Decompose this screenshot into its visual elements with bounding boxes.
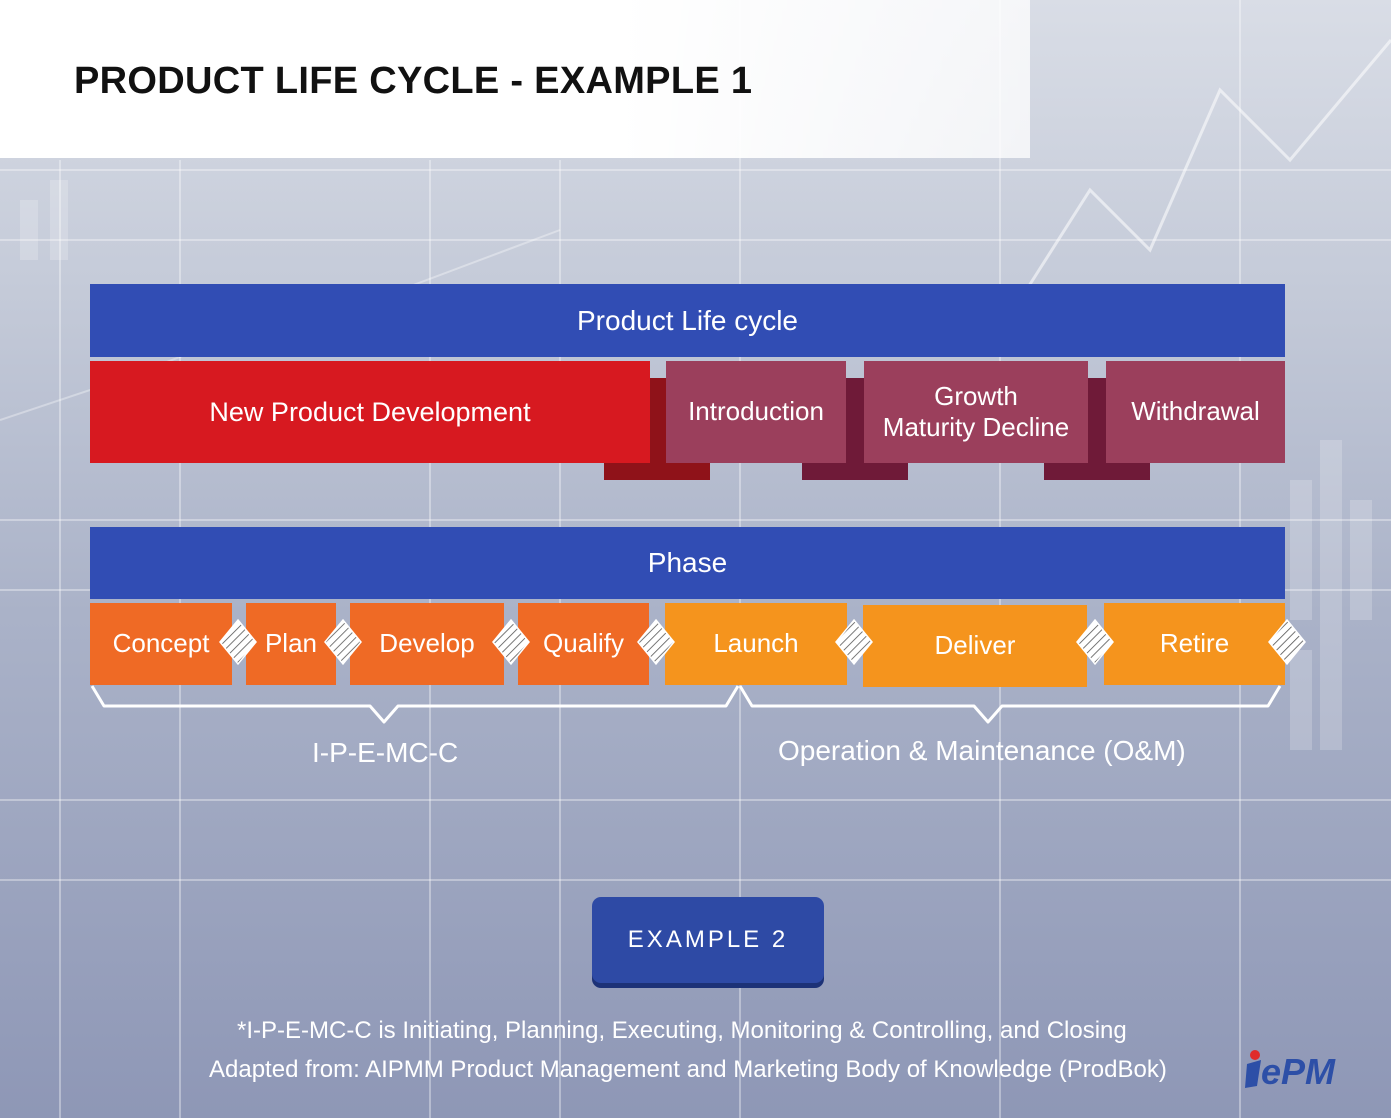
title-bar [0,0,1030,158]
footnote-definition: *I-P-E-MC-C is Initiating, Planning, Exe… [237,1017,1127,1044]
phase-label: Launch [713,628,799,659]
phase-concept: Concept [90,603,232,685]
phase-label: Plan [264,628,318,659]
footnote-source: Adapted from: AIPMM Product Management a… [209,1056,1167,1083]
page-title: PRODUCT LIFE CYCLE - EXAMPLE 1 [74,60,753,102]
phase-label: Qualify [543,628,624,659]
logo-text: ePM [1261,1051,1336,1092]
phase-header-label: Phase [647,547,728,578]
epm-logo: ePM [1245,1050,1336,1092]
stage-introduction: Introduction [666,361,846,463]
phase-develop: Develop [350,603,504,685]
phase-label: Retire [1159,628,1230,659]
phase-label: Develop [379,628,475,659]
phase-qualify: Qualify [518,603,649,685]
group-label-om: Operation & Maintenance (O&M) [778,735,1186,766]
phase-deliver: Deliver [863,605,1087,687]
stage-growth-maturity-decline: Growth Maturity Decline [864,361,1088,463]
phase-header: Phase [90,527,1285,599]
lifecycle-header: Product Life cycle [90,284,1285,357]
example-2-button-label: EXAMPLE 2 [627,926,789,953]
stage-label: Introduction [688,396,824,427]
stage-label: Withdrawal [1131,396,1260,427]
stage-label: Growth Maturity Decline [882,380,1070,442]
phase-label: Deliver [934,630,1016,661]
phase-label: Concept [112,628,210,659]
lifecycle-header-label: Product Life cycle [577,304,798,336]
stage-withdrawal: Withdrawal [1106,361,1285,463]
group-label-ipemcc: I-P-E-MC-C [312,737,459,768]
stage-new-product-development: New Product Development [90,361,650,463]
example-2-button[interactable]: EXAMPLE 2 [592,897,824,983]
phase-plan: Plan [246,603,336,685]
phase-retire: Retire [1104,603,1285,685]
stage-label: New Product Development [209,396,531,427]
phase-launch: Launch [665,603,847,685]
